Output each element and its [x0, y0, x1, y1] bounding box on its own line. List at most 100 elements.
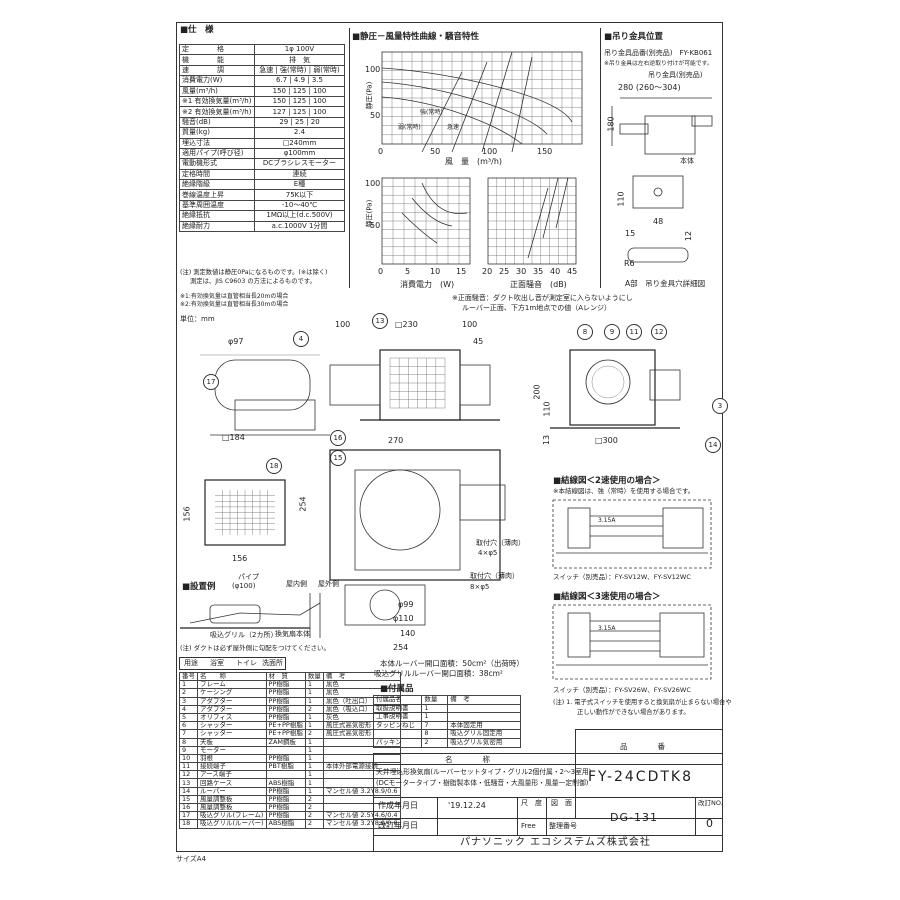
grille-view: [204, 479, 286, 546]
parts-cell: 2: [179, 688, 198, 698]
parts-cell: PP樹脂: [265, 786, 306, 796]
dim-140: 140: [400, 629, 416, 638]
parts-cell: アダプター: [197, 704, 267, 714]
parts-cell: 14: [179, 786, 198, 796]
accessory-cell: タッピンねじ: [372, 720, 423, 731]
br-xtick-20: 20: [482, 267, 493, 276]
hanger-body-label: 本体: [680, 157, 694, 165]
wiring3-switch: スイッチ（別売品）：FY-SV26W、FY-SV26WC: [553, 686, 691, 694]
install-title: ■設置例: [182, 582, 216, 592]
parts-cell: 回路ケース: [197, 778, 267, 788]
parts-cell: PBT樹脂: [265, 762, 306, 772]
install-note: (注) ダクトは必ず屋外側に勾配をつけてください。: [180, 644, 330, 652]
install-grille: 吸込グリル（2カ所）: [210, 631, 278, 639]
parts-cell: アース端子: [197, 770, 267, 780]
spec-key: 定 格: [179, 43, 255, 56]
parts-cell: 風量調整板: [197, 802, 267, 813]
parts-cell: 1: [304, 778, 324, 788]
spec-title: ■仕 様: [180, 25, 214, 35]
title-created: '19.12.24: [448, 801, 486, 810]
parts-cell: 備 考: [322, 671, 401, 682]
callout-12: 12: [651, 324, 667, 340]
parts-cell: 18: [179, 819, 198, 829]
dim-45: 45: [473, 337, 484, 346]
parts-cell: 3: [179, 696, 198, 706]
dim-230: □230: [395, 320, 418, 329]
spec-value: 150 | 125 | 100: [254, 95, 345, 108]
parts-cell: ZAM鋼板: [265, 737, 306, 747]
hanger-label: 吊り金具(別売品): [648, 71, 703, 79]
bl-xtick-5: 5: [405, 267, 411, 276]
parts-cell: ケーシング: [197, 688, 267, 698]
body-front: [379, 349, 461, 421]
hanger-drawing: [611, 97, 713, 155]
bl-xtick-10: 10: [430, 267, 441, 276]
parts-cell: PE+PP樹脂: [265, 721, 306, 731]
spec-value: DCブラシレスモーター: [254, 158, 345, 170]
spec-row: 適用パイプ(呼び径)φ100mm: [179, 147, 345, 160]
parts-cell: 天板: [197, 737, 267, 747]
parts-cell: ABS樹脂: [265, 778, 306, 788]
wiring2-note: ※本結線図は、強（常時）を使用する場合です。: [553, 487, 695, 495]
power-curves: [401, 182, 468, 244]
top-xlabel: 風 量 (m³/h): [445, 157, 503, 166]
title-name-line1: 天井埋込形換気扇(ルーバーセットタイプ・グリル2個付属・2～3室用): [376, 768, 592, 776]
spec-key: 巻線温度上昇: [179, 189, 255, 201]
hole-label-1: 取付穴（薄肉）: [476, 539, 525, 547]
title-scale: Free: [521, 822, 536, 830]
hanger-dim-r6: R6: [624, 259, 635, 268]
parts-cell: 1: [304, 745, 324, 755]
hanger-foot: A部 吊り金具穴詳細図: [625, 279, 706, 288]
parts-cell: 2: [304, 729, 324, 739]
spec-value: 29 | 25 | 20: [254, 116, 345, 129]
parts-cell: 9: [179, 745, 198, 755]
br-xtick-35: 35: [533, 267, 544, 276]
wiring2-title: ■結線図＜2速使用の場合＞: [553, 476, 661, 486]
parts-cell: 2: [304, 704, 324, 714]
top-ytick-50: 50: [370, 111, 381, 120]
curve-weak: [381, 96, 523, 145]
accessory-cell: [447, 712, 521, 722]
hole-label-2: 取付穴（薄肉）: [470, 572, 519, 580]
top-xtick-100: 100: [482, 147, 498, 156]
title-number: DG-131: [610, 811, 658, 824]
spec-row: 騒音(dB)29 | 25 | 20: [179, 116, 345, 129]
noise-remark-2: ルーバー正面、下方1m地点での値（Aレンジ）: [462, 304, 611, 312]
install-indoor: 屋内側: [286, 580, 307, 588]
spec-value: a.c.1000V 1分間: [254, 220, 345, 233]
spec-key: 電動機形式: [179, 158, 255, 170]
accessory-cell: パッキン: [372, 737, 423, 748]
top-ylabel: 静圧(Pa): [365, 81, 374, 110]
noise-chart-frame: [487, 177, 577, 265]
br-xtick-30: 30: [516, 267, 527, 276]
spec-row: 機 能排 気: [179, 54, 345, 66]
spec-value: 排 気: [254, 54, 345, 66]
parts-cell: 1: [304, 737, 324, 747]
top-chart: [381, 51, 583, 153]
parts-cell: 8: [179, 737, 198, 747]
hole-count-2: 8×φ5: [470, 583, 490, 591]
parts-cell: 15: [179, 794, 198, 805]
bl-xlabel: 消費電力 (W): [400, 280, 455, 289]
adapter-side: [214, 359, 311, 411]
parts-cell: 吸込グリル(ルーバー): [197, 819, 267, 829]
title-revised-label: 改訂年月日: [378, 821, 418, 830]
unit-label: 単位：mm: [180, 315, 215, 323]
spec-key: ※1 有効換気量(m³/h): [179, 95, 255, 108]
bl-xtick-15: 15: [456, 267, 467, 276]
top-ytick-100: 100: [365, 65, 381, 74]
br-xtick-25: 25: [499, 267, 510, 276]
hole-count-1: 4×φ5: [478, 549, 498, 557]
